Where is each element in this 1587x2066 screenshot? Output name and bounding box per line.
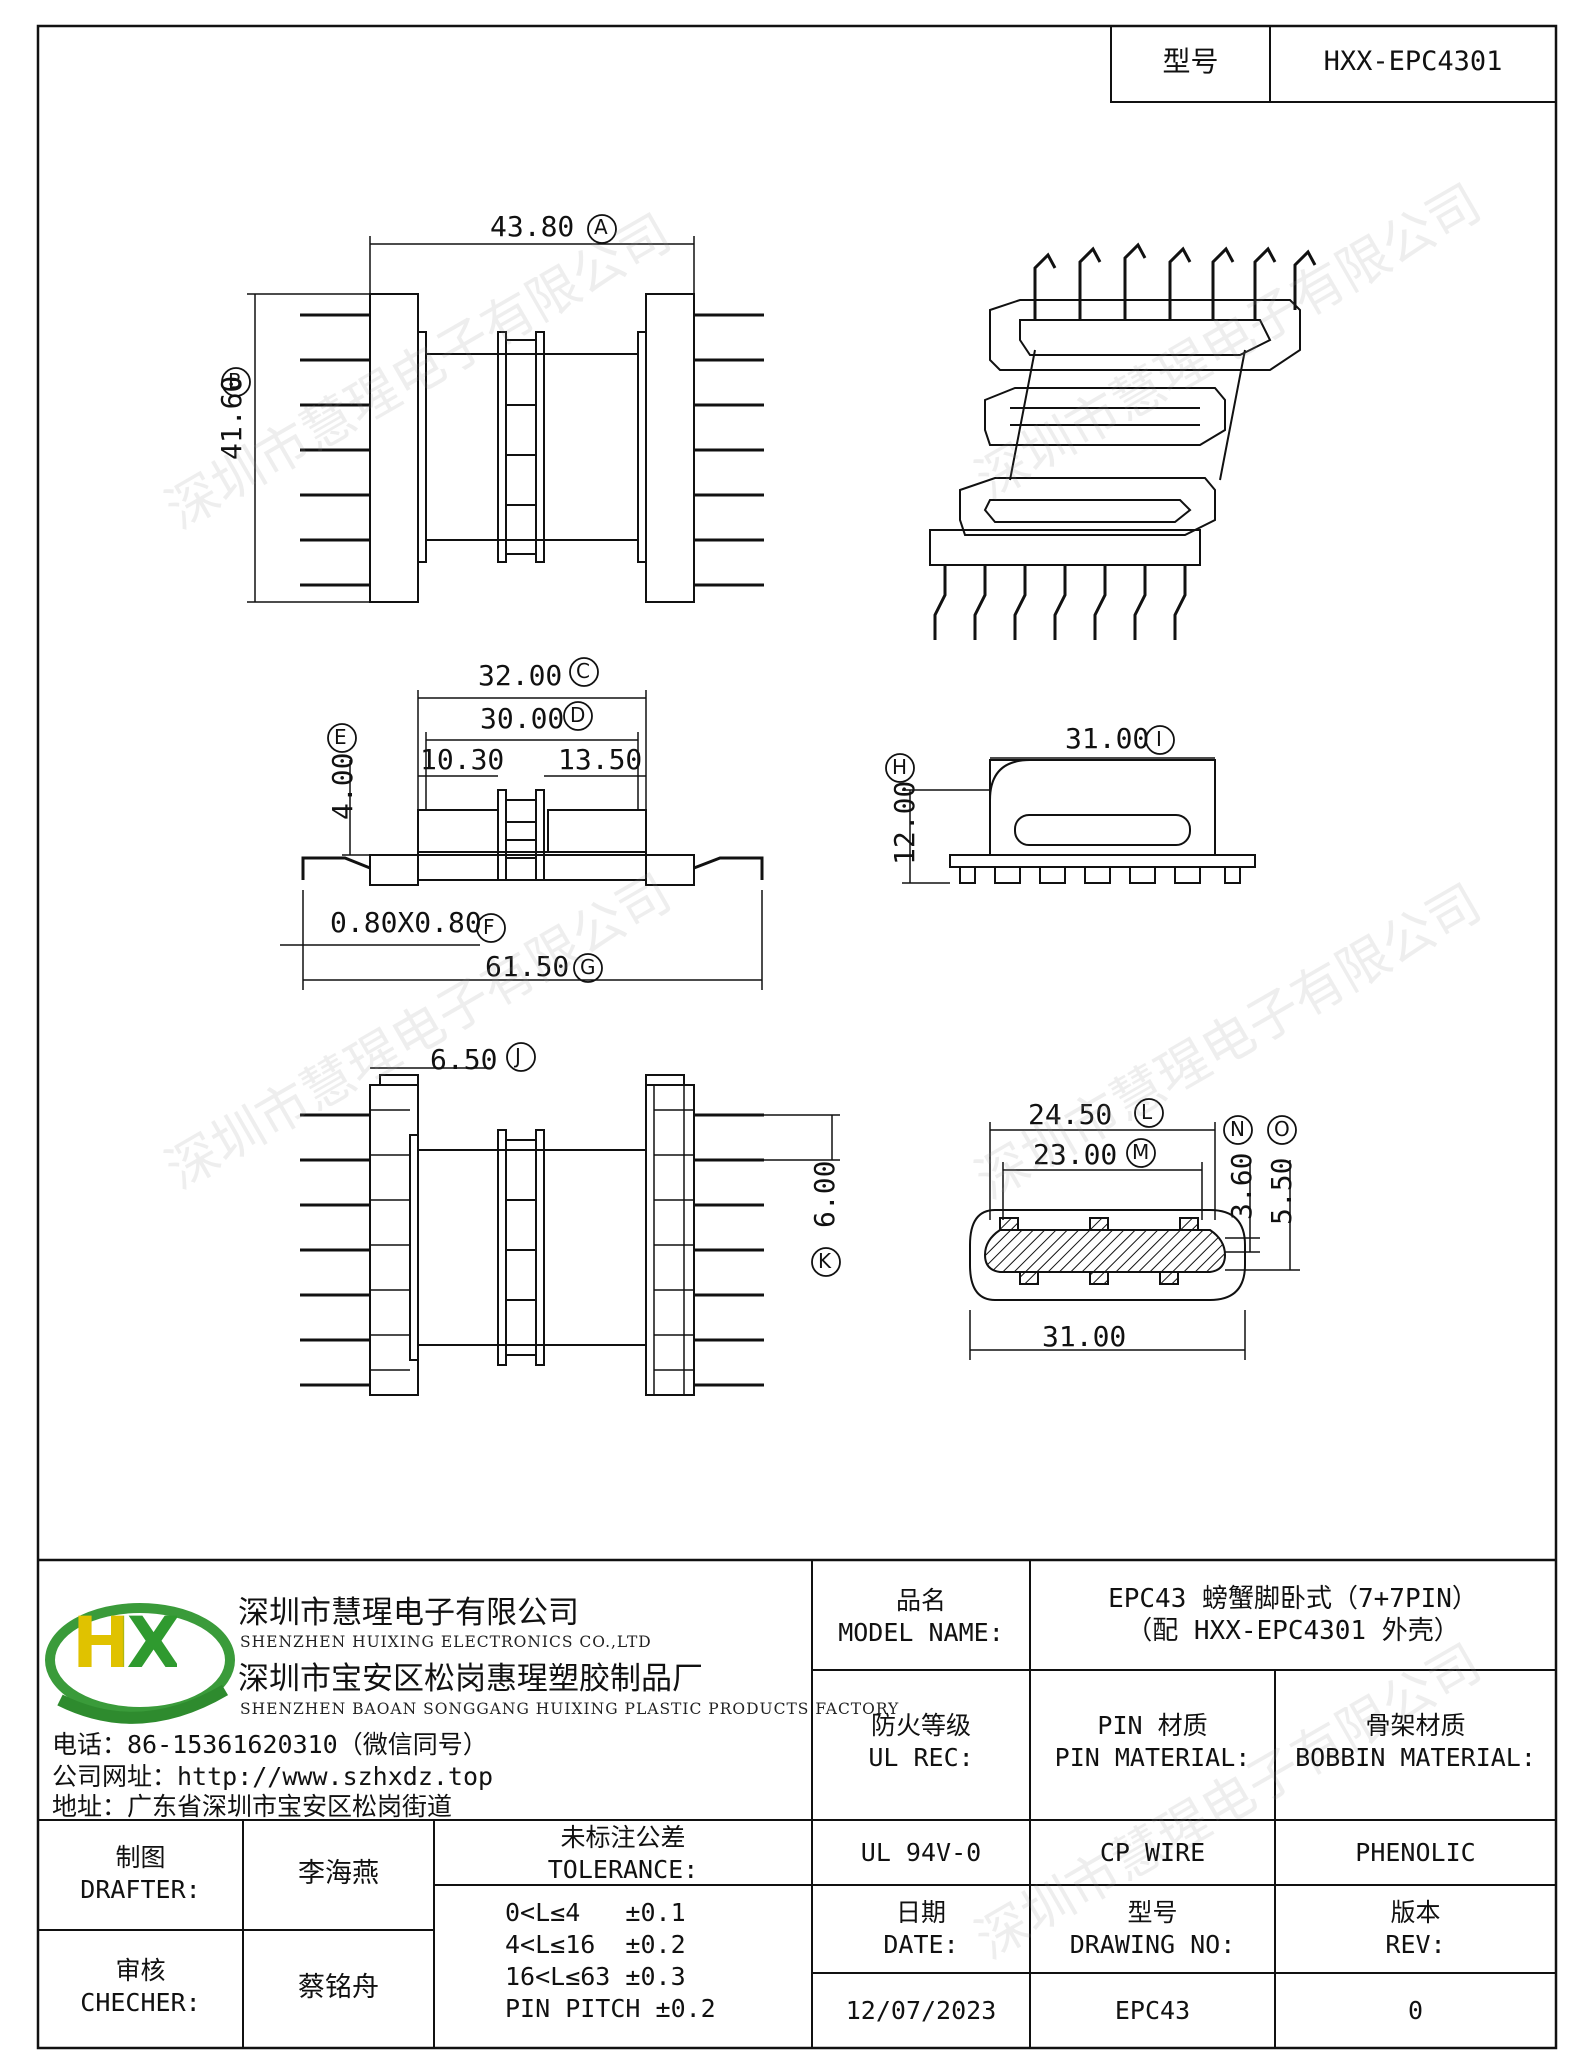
dim-m-tag: M [1132, 1140, 1150, 1164]
bobbin-material-label-en: BOBBIN MATERIAL: [1295, 1743, 1536, 1772]
checker-label-en: CHECHER: [80, 1988, 201, 2017]
company-name-en: SHENZHEN HUIXING ELECTRONICS CO.,LTD [240, 1633, 652, 1651]
dim-l-value: 24.50 [1028, 1098, 1113, 1131]
model-name-value: EPC43 螃蟹脚卧式（7+7PIN） （配 HXX-EPC4301 外壳） [1030, 1583, 1556, 1647]
company-phone: 电话：86-15361620310（微信同号） [52, 1730, 488, 1759]
dim-n-tag: N [1230, 1117, 1245, 1141]
company-address: 地址：广东省深圳市宝安区松岗街道 [52, 1792, 453, 1821]
dim-i-tag: I [1156, 727, 1162, 751]
dim-c-value: 32.00 [478, 659, 563, 692]
model-name-label-cn: 品名 [895, 1586, 946, 1615]
isometric-view [929, 242, 1317, 640]
rev-label: 版本 REV: [1275, 1897, 1556, 1961]
dim-j-value: 6.50 [430, 1043, 498, 1076]
checker-label-cn: 审核 [115, 1956, 166, 1985]
model-name-value-line2: （配 HXX-EPC4301 外壳） [1126, 1616, 1460, 1646]
dim-left-seg: 10.30 [420, 743, 505, 776]
dim-n-value: 3.60 [1225, 1152, 1258, 1220]
dim-bottom-width: 31.00 [1042, 1320, 1127, 1353]
date-label-cn: 日期 [895, 1898, 946, 1927]
drafter-label: 制图 DRAFTER: [38, 1842, 243, 1906]
tolerance-label-cn: 未标注公差 [560, 1823, 686, 1852]
dim-i-value: 31.00 [1065, 722, 1150, 755]
dim-o-value: 5.50 [1265, 1157, 1298, 1225]
bottom-view [300, 1042, 841, 1396]
dim-b-tag: B [228, 369, 242, 393]
ul-rec-label-cn: 防火等级 [870, 1711, 971, 1740]
pin-material-label: PIN 材质 PIN MATERIAL: [1030, 1710, 1275, 1774]
tolerance-line: 0<L≤4 ±0.1 [505, 1898, 686, 1927]
dim-e-value: 4.00 [326, 752, 359, 820]
model-name-label: 品名 MODEL NAME: [812, 1585, 1030, 1649]
dim-j-tag: J [515, 1044, 521, 1068]
ul-rec-label-en: UL REC: [868, 1743, 974, 1772]
top-view [221, 214, 764, 603]
dim-l-tag: L [1141, 1100, 1153, 1124]
pin-material-label-en: PIN MATERIAL: [1054, 1743, 1251, 1772]
dim-h-value: 12.00 [888, 780, 921, 865]
factory-name-cn: 深圳市宝安区松岗惠瑆塑胶制品厂 [238, 1661, 703, 1697]
dim-k-value: 6.00 [808, 1160, 841, 1228]
ul-rec-label: 防火等级 UL REC: [812, 1710, 1030, 1774]
section-view [969, 1098, 1300, 1360]
company-name-cn: 深圳市慧瑆电子有限公司 [238, 1595, 579, 1631]
drafter-name: 李海燕 [298, 1858, 379, 1889]
header-model-value: HXX-EPC4301 [1323, 46, 1503, 77]
dim-o-tag: O [1274, 1117, 1290, 1141]
dim-f-value: 0.80X0.80 [330, 906, 482, 939]
tolerance-line: 4<L≤16 ±0.2 [505, 1930, 686, 1959]
rev-label-cn: 版本 [1390, 1898, 1441, 1927]
dim-a-tag: A [594, 215, 608, 239]
sheet-border [36, 24, 1558, 2050]
rev-value: 0 [1407, 1996, 1424, 2025]
rev-label-en: REV: [1385, 1930, 1446, 1959]
header-model-label: 型号 [1162, 45, 1219, 78]
date-label-en: DATE: [883, 1930, 959, 1959]
date-value: 12/07/2023 [845, 1996, 997, 2025]
end-view [885, 725, 1256, 884]
tolerance-line: 16<L≤63 ±0.3 [505, 1962, 686, 1991]
drafter-label-en: DRAFTER: [80, 1875, 201, 1904]
date-label: 日期 DATE: [812, 1897, 1030, 1961]
dim-d-value: 30.00 [480, 702, 565, 735]
pin-material-value: CP WIRE [1099, 1838, 1206, 1867]
dim-f-tag: F [483, 915, 495, 939]
dim-h-tag: H [892, 755, 908, 779]
company-website: 公司网址：http://www.szhxdz.top [52, 1762, 494, 1791]
model-name-label-en: MODEL NAME: [838, 1618, 1004, 1647]
drawing-no-value: EPC43 [1114, 1996, 1191, 2025]
dim-g-tag: G [580, 955, 596, 979]
dim-k-tag: K [818, 1249, 832, 1273]
logo-text: HX [72, 1608, 181, 1678]
tolerance-label-en: TOLERANCE: [547, 1855, 699, 1884]
tolerance-label: 未标注公差 TOLERANCE: [434, 1822, 812, 1886]
dim-c-tag: C [576, 659, 590, 683]
dim-a-value: 43.80 [490, 210, 575, 243]
dim-d-tag: D [570, 703, 586, 727]
logo-letters: HX [72, 1602, 181, 1684]
drawing-no-label-en: DRAWING NO: [1069, 1930, 1236, 1959]
factory-name-en: SHENZHEN BAOAN SONGGANG HUIXING PLASTIC … [240, 1700, 900, 1718]
ul-rec-value: UL 94V-0 [860, 1838, 982, 1867]
checker-label: 审核 CHECHER: [38, 1955, 243, 2019]
side-view [280, 657, 764, 990]
dim-m-value: 23.00 [1033, 1138, 1118, 1171]
bobbin-material-label-cn: 骨架材质 [1365, 1711, 1466, 1740]
tolerance-line: PIN PITCH ±0.2 [505, 1994, 716, 2023]
dim-e-tag: E [334, 725, 347, 749]
bobbin-material-value: PHENOLIC [1355, 1838, 1476, 1867]
drawing-no-label: 型号 DRAWING NO: [1030, 1897, 1275, 1961]
pin-material-label-cn: PIN 材质 [1097, 1711, 1208, 1740]
dim-right-seg: 13.50 [558, 743, 643, 776]
company-logo [45, 1603, 235, 1724]
drafter-label-cn: 制图 [115, 1843, 166, 1872]
bobbin-material-label: 骨架材质 BOBBIN MATERIAL: [1275, 1710, 1556, 1774]
model-name-value-line1: EPC43 螃蟹脚卧式（7+7PIN） [1108, 1584, 1478, 1614]
checker-name: 蔡铭舟 [298, 1972, 379, 2003]
dim-g-value: 61.50 [485, 950, 570, 983]
drawing-no-label-cn: 型号 [1127, 1898, 1178, 1927]
header-model-box [1110, 25, 1557, 103]
